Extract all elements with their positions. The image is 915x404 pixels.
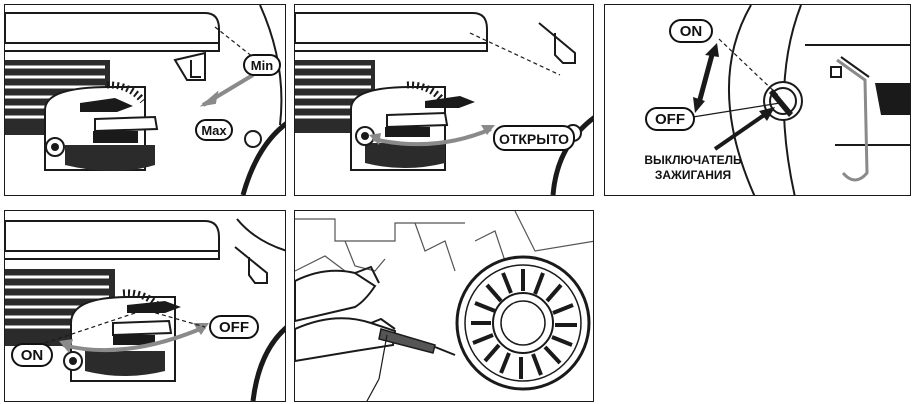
fuel-valve-icon [295,5,594,196]
label-ignition-line2: ЗАЖИГАНИЯ [623,168,763,183]
label-off: OFF [645,107,695,131]
label-ignition-switch: ВЫКЛЮЧАТЕЛЬ ЗАЖИГАНИЯ [623,153,763,183]
panel-ignition-switch: ON OFF ВЫКЛЮЧАТЕЛЬ ЗАЖИГАНИЯ [604,4,911,196]
label-on-valve: ON [11,343,53,367]
choke-lever-icon [5,5,286,196]
panel-recoil-starter [294,210,594,402]
label-open: ОТКРЫТО [493,125,575,151]
fuel-valve-icon [5,211,286,402]
label-min: Min [243,54,281,76]
recoil-starter-icon [295,211,594,402]
panel-choke: Min Max [4,4,286,196]
label-max: Max [195,119,233,141]
label-on: ON [669,19,713,43]
panel-fuel-valve-on-off: ON OFF [4,210,286,402]
label-off-valve: OFF [209,315,259,339]
label-ignition-line1: ВЫКЛЮЧАТЕЛЬ [623,153,763,168]
panel-fuel-valve: ОТКРЫТО [294,4,594,196]
